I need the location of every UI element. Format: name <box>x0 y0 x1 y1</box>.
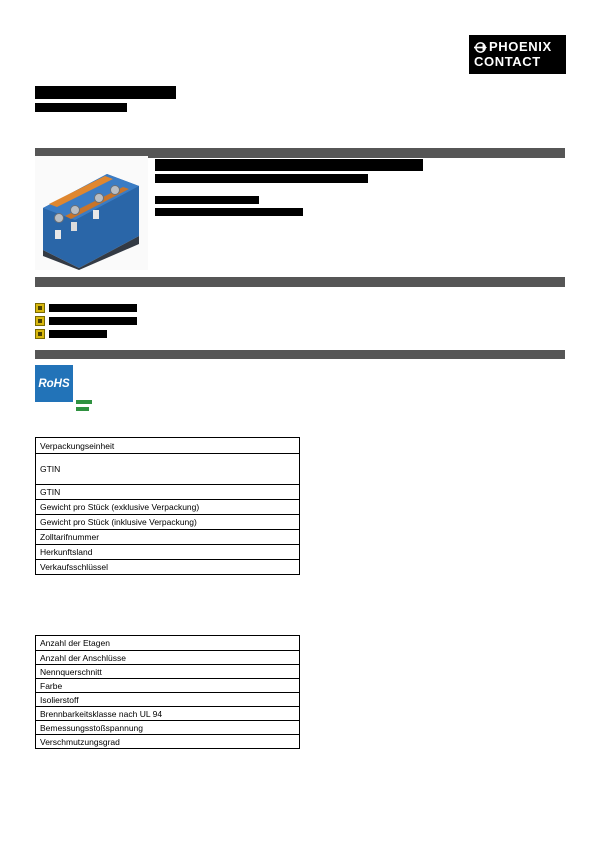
table-row: Zolltarifnummer <box>36 529 299 544</box>
logo-line1-row: PHOENIX <box>474 38 561 55</box>
certificate-label-redacted <box>49 304 137 312</box>
row-label: Nennquerschnitt <box>40 666 102 677</box>
table-row-gtin-barcode: GTIN <box>36 453 299 484</box>
technical-data-table: Anzahl der Etagen Anzahl der Anschlüsse … <box>35 635 300 749</box>
certificate-icon-glyph <box>38 306 42 310</box>
table-row: Gewicht pro Stück (inklusive Verpackung) <box>36 514 299 529</box>
table-row: Nennquerschnitt <box>36 664 299 678</box>
section-header-bar-1 <box>35 148 565 158</box>
certificate-label-redacted <box>49 330 107 338</box>
table-row: Verkaufsschlüssel <box>36 559 299 574</box>
row-label: Anzahl der Anschlüsse <box>40 652 126 663</box>
table-row: Anzahl der Anschlüsse <box>36 650 299 664</box>
terminal-block-illustration <box>35 156 148 270</box>
row-label: Zolltarifnummer <box>40 532 100 542</box>
section-header-bar-2 <box>35 277 565 287</box>
logo-text-line1: PHOENIX <box>489 38 552 54</box>
row-label: Brennbarkeitsklasse nach UL 94 <box>40 708 163 719</box>
rohs-label: RoHS <box>38 377 70 390</box>
row-label: GTIN <box>40 464 61 474</box>
rohs-logo: RoHS <box>35 365 73 402</box>
product-info-line1-redacted <box>155 196 259 204</box>
certificate-icon <box>35 316 45 326</box>
table-row: Verpackungseinheit <box>36 438 299 453</box>
logo-line2-row: CONTACT <box>474 53 561 70</box>
table-row: Bemessungsstoßspannung <box>36 720 299 734</box>
certificate-icon <box>35 329 45 339</box>
compliance-mark <box>76 400 92 404</box>
phoenix-contact-arrow-icon <box>474 41 487 53</box>
certificate-icon-glyph <box>38 319 42 323</box>
row-label: Bemessungsstoßspannung <box>40 722 144 733</box>
table-row: Anzahl der Etagen <box>36 636 299 650</box>
table-row: Herkunftsland <box>36 544 299 559</box>
certificate-icon-glyph <box>38 332 42 336</box>
table-row: Isolierstoff <box>36 692 299 706</box>
logo-text-line2: CONTACT <box>474 53 541 69</box>
product-image <box>35 156 148 270</box>
row-label: Verschmutzungsgrad <box>40 736 120 747</box>
product-description-redacted <box>155 174 368 183</box>
document-subtitle-redacted <box>35 103 127 112</box>
table-row: Farbe <box>36 678 299 692</box>
table-row: Verschmutzungsgrad <box>36 734 299 748</box>
row-label: Isolierstoff <box>40 694 79 705</box>
row-label: Gewicht pro Stück (exklusive Verpackung) <box>40 502 200 512</box>
row-label: Verkaufsschlüssel <box>40 562 109 572</box>
table-row: GTIN <box>36 484 299 499</box>
row-label: Farbe <box>40 680 63 691</box>
phoenix-contact-logo: PHOENIX CONTACT <box>469 35 566 74</box>
document-title-redacted <box>35 86 176 99</box>
row-label: GTIN <box>40 487 61 497</box>
product-info-line2-redacted <box>155 208 303 216</box>
row-label: Verpackungseinheit <box>40 440 115 451</box>
row-label: Gewicht pro Stück (inklusive Verpackung) <box>40 517 197 527</box>
row-label: Herkunftsland <box>40 547 93 557</box>
table-row: Gewicht pro Stück (exklusive Verpackung) <box>36 499 299 514</box>
certificate-icon <box>35 303 45 313</box>
packaging-table: Verpackungseinheit GTIN GTIN Gewicht pro… <box>35 437 300 575</box>
certificate-label-redacted <box>49 317 137 325</box>
product-name-redacted <box>155 159 423 171</box>
section-header-bar-3 <box>35 350 565 359</box>
compliance-mark <box>76 407 89 411</box>
table-row: Brennbarkeitsklasse nach UL 94 <box>36 706 299 720</box>
row-label: Anzahl der Etagen <box>40 638 110 648</box>
